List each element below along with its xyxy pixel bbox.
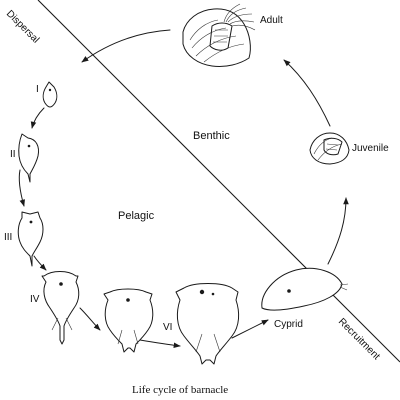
nauplius-stage-2-figure bbox=[18, 133, 39, 183]
juvenile-barnacle-figure bbox=[309, 132, 350, 165]
juvenile-label: Juvenile bbox=[352, 143, 389, 154]
cyprid-label: Cyprid bbox=[274, 319, 303, 330]
adult-label: Adult bbox=[260, 15, 283, 26]
nauplius-stage-4-figure bbox=[41, 271, 80, 345]
nauplius-stage-4-label: IV bbox=[30, 294, 40, 305]
nauplius-stage-3-label: III bbox=[4, 232, 12, 243]
nauplius-stage-2-label: II bbox=[10, 149, 16, 160]
arrow-cyprid-to-juvenile bbox=[327, 197, 349, 265]
arrow-stage1-to-stage2 bbox=[30, 107, 45, 129]
arrow-stage4-to-stage5 bbox=[79, 307, 101, 331]
nauplius-stage-1-figure bbox=[42, 81, 58, 108]
arrow-stage3-to-stage4 bbox=[33, 255, 47, 271]
life-cycle-arrows bbox=[18, 29, 349, 348]
nauplius-stage-3-figure bbox=[17, 211, 44, 267]
recruitment-label: Recruitment bbox=[336, 316, 382, 362]
nauplius-stage-6-figure bbox=[175, 283, 240, 365]
cyprid-larva-figure bbox=[261, 267, 349, 311]
zone-divider-line bbox=[37, 0, 400, 363]
adult-barnacle-figure bbox=[182, 3, 256, 67]
benthic-label: Benthic bbox=[193, 130, 230, 142]
diagram-caption: Life cycle of barnacle bbox=[132, 384, 228, 396]
nauplius-stage-6-label: VI bbox=[163, 322, 172, 333]
dispersal-label: Dispersal bbox=[4, 8, 41, 45]
arrow-juvenile-to-adult bbox=[283, 59, 331, 127]
nauplius-stage-1-label: I bbox=[36, 84, 39, 95]
pelagic-label: Pelagic bbox=[118, 210, 155, 222]
arrow-stage6-to-cyprid bbox=[231, 319, 269, 339]
arrow-stage5-to-stage6 bbox=[139, 339, 181, 348]
arrow-stage2-to-stage3 bbox=[18, 169, 25, 207]
nauplius-stage-5-figure bbox=[103, 288, 154, 353]
arrow-adult-to-dispersal bbox=[81, 29, 171, 63]
